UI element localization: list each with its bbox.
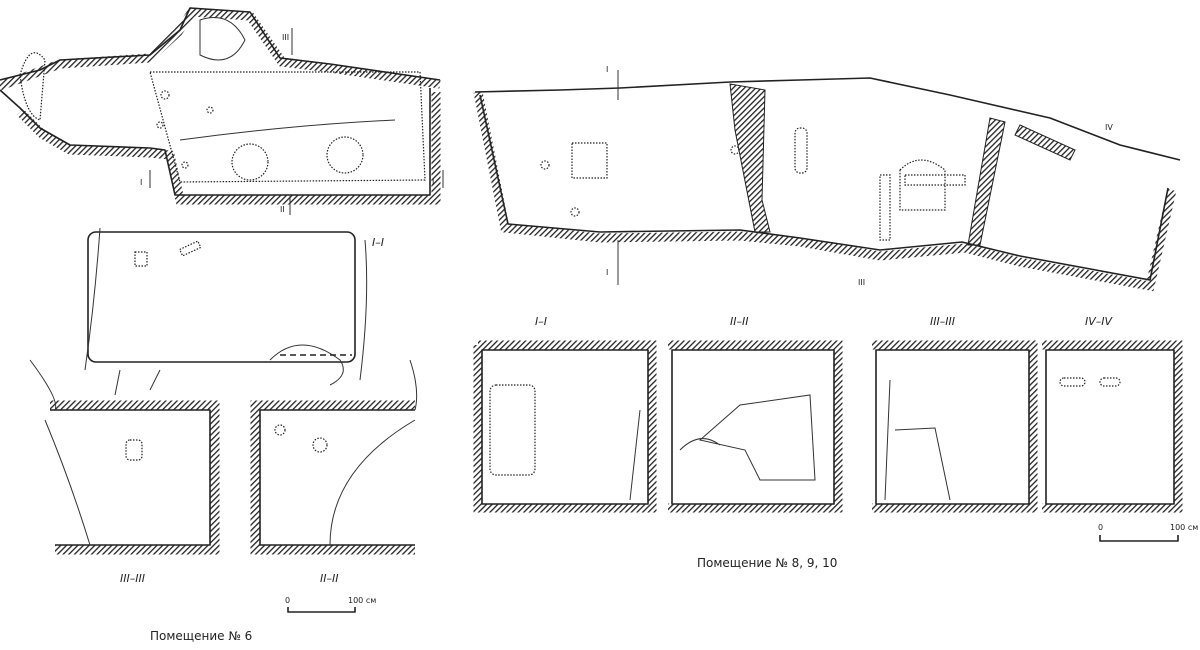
section-marker: IV [1105,123,1113,132]
section-marker: III [858,278,865,287]
section-label: IV–IV [1085,315,1114,328]
section-label: I–I [372,236,384,249]
section-label: II–II [320,572,338,585]
section-marker: I [606,65,608,74]
section-label: III–III [120,572,145,585]
rooms8-10-plan: I III IV I [473,65,1181,292]
room6-section-I: I–I [84,227,384,396]
caption-room6: Помещение № 6 [150,629,252,643]
section-label: II–II [730,315,748,328]
scale-end: 100 см [348,596,376,605]
room6-section-III: III–III [29,359,220,585]
room6-plan: I I II III [0,7,444,215]
section-marker: I [606,268,608,277]
section-marker: I [432,178,434,187]
scale-end: 100 см [1170,523,1198,532]
room6-scale-bar: 0 100 см [285,596,376,613]
caption-rooms8-10: Помещение № 8, 9, 10 [697,556,837,570]
section-marker: II [280,205,285,214]
section-label: I–I [535,315,547,328]
scale-zero: 0 [1098,523,1103,532]
rooms8-10-scale-bar: 0 100 см [1098,523,1198,542]
rooms8-10-sections: I–I II–II III–III IV–IV [473,315,1183,513]
section-label: III–III [930,315,955,328]
room6-section-II: II–II [250,359,418,585]
section-marker: I [140,178,142,187]
section-marker: III [282,33,289,42]
scale-zero: 0 [285,596,290,605]
